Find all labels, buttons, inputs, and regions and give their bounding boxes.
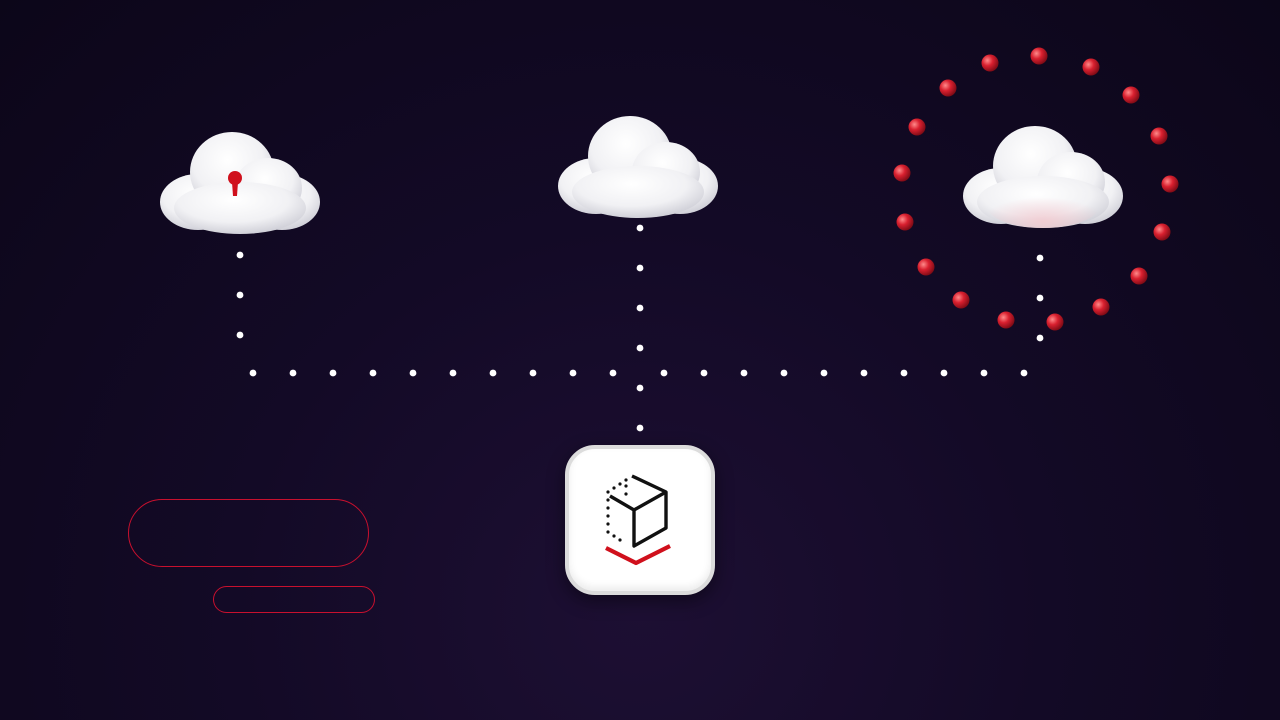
red-bead [1046,313,1064,331]
red-bead [1161,175,1179,193]
red-bead [908,118,926,136]
connector-dot [449,369,457,377]
red-bead [1030,47,1048,65]
connector-dot [369,369,377,377]
connector-dot [636,424,644,432]
connector-dot [569,369,577,377]
red-dot-ring [893,47,1179,331]
dotted-cube-logo-icon [605,474,671,566]
red-bead [1150,127,1168,145]
connector-dot [636,344,644,352]
connector-dot [636,224,644,232]
connector-dot [1036,294,1044,302]
connector-dot [236,251,244,259]
red-bead [1153,223,1171,241]
connector-dot [289,369,297,377]
connector-dot [529,369,537,377]
connector-dot [980,369,988,377]
connector-dot [409,369,417,377]
connector-dot [636,304,644,312]
connector-dot [660,369,668,377]
connector-dot [780,369,788,377]
connector-dot [1036,334,1044,342]
connector-dot [249,369,257,377]
red-bead [1130,267,1148,285]
connector-dots [236,224,1044,432]
red-bead [997,311,1015,329]
connector-dot [489,369,497,377]
connector-dot [820,369,828,377]
connector-dot [700,369,708,377]
connector-dot [860,369,868,377]
red-bead [1092,298,1110,316]
cloud-right [963,126,1123,228]
placeholder-bar-large [128,499,369,567]
placeholder-bar-small [213,586,375,613]
connector-dot [236,291,244,299]
red-bead [917,258,935,276]
connector-dot [1020,369,1028,377]
connector-dot [1036,254,1044,262]
red-bead [1122,86,1140,104]
connector-dot [236,331,244,339]
connector-dot [940,369,948,377]
cloud-left [160,132,320,234]
connector-dot [740,369,748,377]
app-tile[interactable] [565,445,715,595]
red-bead [896,213,914,231]
red-bead [1082,58,1100,76]
connector-dot [329,369,337,377]
red-bead [939,79,957,97]
connector-dot [636,264,644,272]
connector-dot [636,384,644,392]
keyhole-icon [228,171,242,196]
red-bead [981,54,999,72]
red-bead [952,291,970,309]
cloud-center [558,116,718,218]
connector-dot [609,369,617,377]
connector-dot [900,369,908,377]
red-bead [893,164,911,182]
